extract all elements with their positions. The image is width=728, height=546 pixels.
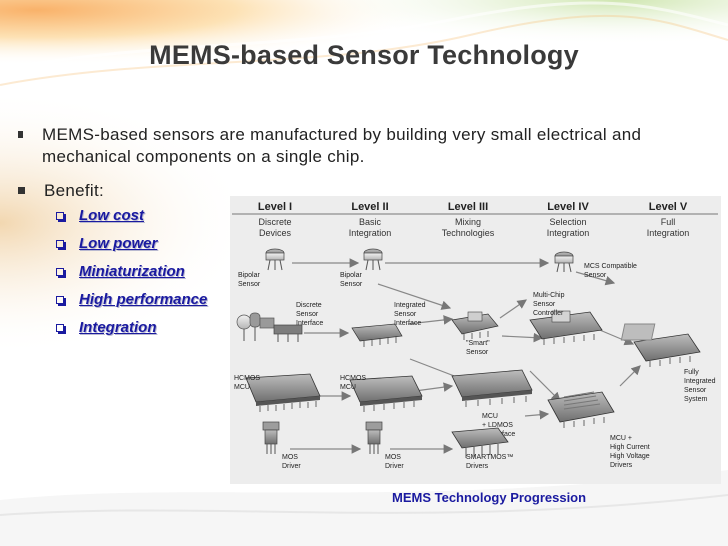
multi-chip-sensor-controller-label: Controller [533,310,564,317]
level-4-subtitle: Selection [549,217,586,227]
bipolar-sensor-label: Bipolar [340,272,362,279]
integrated-sensor-interface-label: Integrated [394,302,426,309]
level-3-subtitle: Mixing [455,217,481,227]
level-2-subtitle: Basic [359,217,382,227]
multi-chip-sensor-controller-icon [529,310,603,345]
benefit-item: Low cost [56,207,144,224]
top-background-glow [0,0,728,100]
hollow-square-bullet-icon [56,267,64,276]
mcu-high-current-label: High Current [610,444,650,451]
slide-title: MEMS-based Sensor Technology [149,40,579,70]
mcs-compatible-sensor-icon [554,251,574,273]
discrete-sensor-interface-label: Discrete [296,302,322,309]
smartmos-drivers-icon [451,427,509,458]
hollow-square-bullet-icon [56,211,64,220]
multi-chip-sensor-controller-label: Sensor [533,301,556,308]
benefit-item: Integration [56,319,157,336]
mos-driver-label: Driver [282,463,301,470]
level-1-subtitle: Devices [259,228,292,238]
level-4-subtitle: Integration [547,228,590,238]
level-3-subtitle: Technologies [442,228,495,238]
smart-sensor-label: "Smart" [466,340,490,347]
hcmos-mcu-2-icon [349,375,423,412]
multi-chip-sensor-controller-label: Multi-Chip [533,292,565,299]
fully-integrated-sensor-system-label: Integrated [684,378,716,385]
discrete-sensor-interface-label: Interface [296,320,323,327]
mcu-high-current-label: MCU + [610,435,632,442]
smart-sensor-icon [451,311,499,340]
bottom-background-wave [0,470,728,546]
integrated-sensor-interface-label: Interface [394,320,421,327]
level-5-subtitle: Full [661,217,676,227]
bipolar-sensor-label: Sensor [340,281,363,288]
bipolar-sensor-label: Bipolar [238,272,260,279]
mos-driver-label: Driver [385,463,404,470]
level-1-subtitle: Discrete [258,217,291,227]
discrete-sensor-interface-chip-icon [351,323,403,347]
level-2-subtitle: Integration [349,228,392,238]
benefit-link[interactable]: Low cost [79,207,145,224]
benefit-item: High performance [56,291,207,308]
bullet-description: MEMS-based sensors are manufactured by b… [18,124,708,168]
square-bullet-icon [18,131,24,138]
smartmos-drivers-label: Drivers [466,463,489,470]
bipolar-sensor-label: Sensor [238,281,261,288]
mos-driver-label: MOS [282,454,298,461]
fully-integrated-sensor-system-icon [620,323,701,367]
bullet-benefit: Benefit: [18,180,104,202]
benefit-item: Miniaturization [56,263,185,280]
mcu-ldmos-label: + LDMOS [482,422,513,429]
level-5-title: Level V [649,201,688,213]
fully-integrated-sensor-system-label: System [684,396,708,403]
bullet-benefit-text: Benefit: [44,181,105,200]
mos-driver-2-icon [365,421,383,454]
mcu-high-current-label: High Voltage [610,453,650,460]
fully-integrated-sensor-system-label: Fully [684,369,699,376]
square-bullet-icon [18,187,25,194]
mcu-ldmos-icon [451,369,533,407]
integrated-sensor-interface-label: Sensor [394,311,417,318]
hollow-square-bullet-icon [56,323,64,332]
benefit-link[interactable]: Miniaturization [79,263,185,280]
level-3-title: Level III [448,201,488,213]
smart-sensor-label: Sensor [466,349,489,356]
bipolar-sensor-2-icon [363,248,383,271]
high-current-driver-chip-icon [547,391,615,428]
level-4-title: Level IV [547,201,589,213]
mos-driver-1-icon [262,421,280,454]
bullet-description-text: MEMS-based sensors are manufactured by b… [42,125,642,166]
hcmos-mcu-label: HCMOS [340,375,366,382]
discrete-sensor-interface-label: Sensor [296,311,319,318]
level-5-subtitle: Integration [647,228,690,238]
hollow-square-bullet-icon [56,239,64,248]
benefit-link[interactable]: High performance [79,291,208,308]
level-1-title: Level I [258,201,292,213]
mcu-ldmos-label: MCU [482,413,498,420]
fully-integrated-sensor-system-label: Sensor [684,387,707,394]
mos-driver-label: MOS [385,454,401,461]
hcmos-mcu-label: MCU [234,384,250,391]
diagram-caption: MEMS Technology Progression [392,490,587,505]
hollow-square-bullet-icon [56,295,64,304]
level-2-title: Level II [351,201,388,213]
hcmos-mcu-label: HCMOS [234,375,260,382]
mcs-compatible-sensor-label: MCS Compatible [584,263,637,270]
hcmos-mcu-1-icon [245,373,321,412]
bipolar-sensor-1-icon [265,248,285,271]
benefit-link[interactable]: Low power [79,235,158,252]
benefit-item: Low power [56,235,157,252]
mcs-compatible-sensor-label: Sensor [584,272,607,279]
smartmos-drivers-label: SMARTMOS™ [466,454,513,461]
mcu-high-current-label: Drivers [610,462,633,469]
progression-arrows [290,258,641,454]
hcmos-mcu-label: MCU [340,384,356,391]
benefit-link[interactable]: Integration [79,319,157,336]
mems-progression-diagram: Level I Discrete Devices Level II Basic … [230,196,721,484]
discrete-sensor-components-icon [236,312,303,342]
